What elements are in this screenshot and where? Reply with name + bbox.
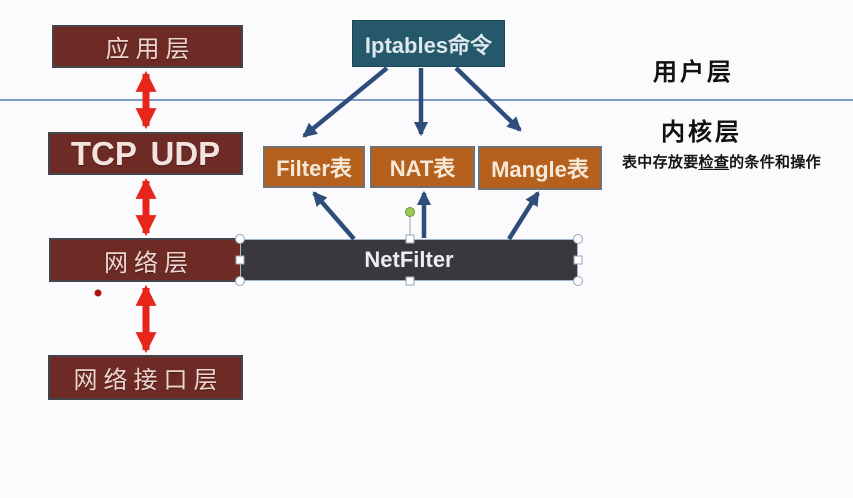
iptables-command-box[interactable]: Iptables命令: [352, 20, 505, 67]
filter-table-box[interactable]: Filter表: [263, 146, 365, 188]
tables-note-prefix: 表中存放要: [622, 154, 699, 171]
arrow-netfilter-to-filter: [312, 191, 356, 241]
user-kernel-divider-line: [0, 99, 853, 101]
network-layer-label: 网络层: [104, 249, 194, 277]
user-layer-label: 用户层: [653, 59, 734, 86]
application-layer-box[interactable]: 应用层: [52, 25, 243, 68]
tcp-label: TCP: [70, 134, 137, 172]
network-layer-box[interactable]: 网络层: [49, 238, 243, 282]
netfilter-label: NetFilter: [364, 247, 454, 272]
udp-label: UDP: [150, 134, 221, 172]
tcp-udp-box[interactable]: TCP UDP: [48, 132, 243, 175]
mangle-table-label: Mangle表: [491, 157, 589, 182]
network-interface-layer-box[interactable]: 网络接口层: [48, 355, 243, 400]
tables-note-suffix: 的条件和操作: [729, 154, 821, 171]
nat-table-box[interactable]: NAT表: [370, 146, 475, 188]
nat-table-label: NAT表: [389, 156, 456, 181]
arrow-netfilter-to-mangle: [507, 191, 540, 241]
filter-table-label: Filter表: [276, 156, 352, 181]
stray-red-dot: [94, 289, 102, 297]
tables-note: 表中存放要检查的条件和操作: [622, 151, 821, 172]
arrow-iptables-to-filter: [302, 66, 389, 138]
network-interface-layer-label: 网络接口层: [73, 367, 224, 394]
kernel-layer-label: 内核层: [661, 119, 742, 146]
iptables-command-label: Iptables命令: [364, 32, 493, 58]
mangle-table-box[interactable]: Mangle表: [478, 146, 602, 190]
netfilter-box[interactable]: NetFilter: [240, 239, 578, 281]
rotate-handle-icon[interactable]: [405, 207, 415, 217]
application-layer-label: 应用层: [105, 36, 196, 63]
tables-note-underlined: 检查: [698, 154, 730, 171]
